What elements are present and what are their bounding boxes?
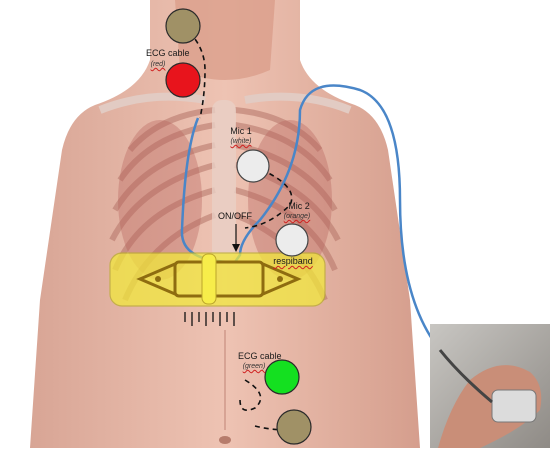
buckle-rivet-left — [155, 276, 161, 282]
ecg-cable-top-label: ECG cable — [146, 48, 188, 58]
buckle-rivet-right — [277, 276, 283, 282]
mic1-color: (white) — [226, 138, 256, 145]
mic-1 — [237, 150, 269, 182]
mic-2 — [276, 224, 308, 256]
mic2-color: (orange) — [280, 213, 314, 220]
ecg-cable-top-color: (red) — [146, 61, 170, 68]
finger-clip — [492, 390, 536, 422]
mic1-label: Mic 1 — [226, 126, 256, 136]
respiband-label: respiband — [268, 256, 318, 266]
electrode-top — [166, 9, 200, 43]
mic2-label: Mic 2 — [284, 201, 314, 211]
navel — [219, 436, 231, 444]
ecg-cable-bottom-label: ECG cable — [238, 351, 280, 361]
electrode-bottom — [277, 410, 311, 444]
ecg-electrode-red — [166, 63, 200, 97]
ecg-cable-bottom-color: (green) — [240, 363, 268, 370]
ecg-electrode-green — [265, 360, 299, 394]
respiband-clip — [202, 254, 216, 304]
sternum — [212, 100, 236, 260]
on-off-label: ON/OFF — [218, 211, 252, 221]
